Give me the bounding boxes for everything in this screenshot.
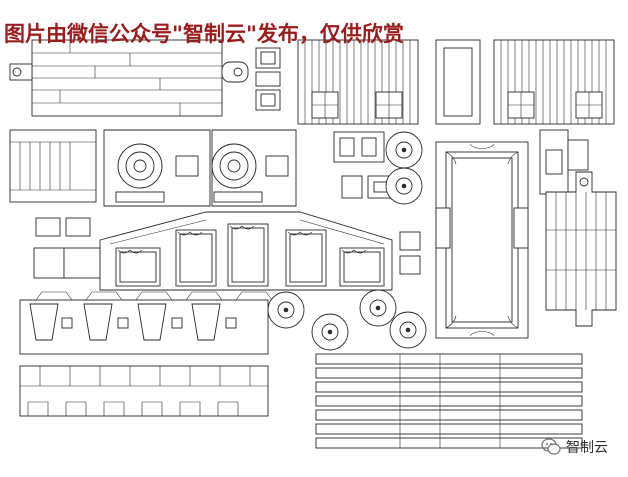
wechat-logo-icon [541, 438, 561, 455]
wheel-disc-4 [389, 311, 427, 349]
small-square-frame-pieces [255, 47, 281, 111]
small-tab-pieces-left [33, 217, 101, 279]
watermark: 智制云 [540, 436, 608, 458]
wheel-disc-2 [359, 289, 397, 327]
wheel-disc-3 [311, 313, 349, 351]
cabin-wall-right [493, 39, 615, 125]
cabin-wall-left [297, 39, 419, 125]
tow-bar-right-tab [221, 61, 249, 83]
side-bracket-right [539, 129, 589, 195]
tread-strip-lower [19, 365, 269, 417]
wheel-disc-1 [267, 291, 305, 329]
wheel-disc-top-1 [385, 131, 423, 169]
ornate-tall-frame [435, 141, 529, 339]
wagon-bed-plank-panel [31, 39, 223, 117]
wheel-disc-top-2 [385, 167, 423, 205]
plank-crate-panel [545, 171, 617, 327]
publisher-banner-text: 图片由微信公众号"智制云"发布，仅供欣赏 [4, 21, 404, 46]
bracket-pieces-middle [333, 131, 395, 199]
tread-strip-upper [19, 291, 273, 355]
tow-bar-left-tab [9, 63, 33, 81]
cabin-door-panel [435, 39, 481, 125]
ornate-gable-side-panel [99, 211, 393, 291]
chassis-side-left [9, 129, 97, 203]
wheel-housing-left [103, 129, 211, 207]
wheel-housing-right [211, 129, 297, 207]
small-square-pieces-center [399, 231, 421, 275]
rail-strips-stack [315, 353, 583, 449]
watermark-label: 智制云 [566, 440, 608, 456]
